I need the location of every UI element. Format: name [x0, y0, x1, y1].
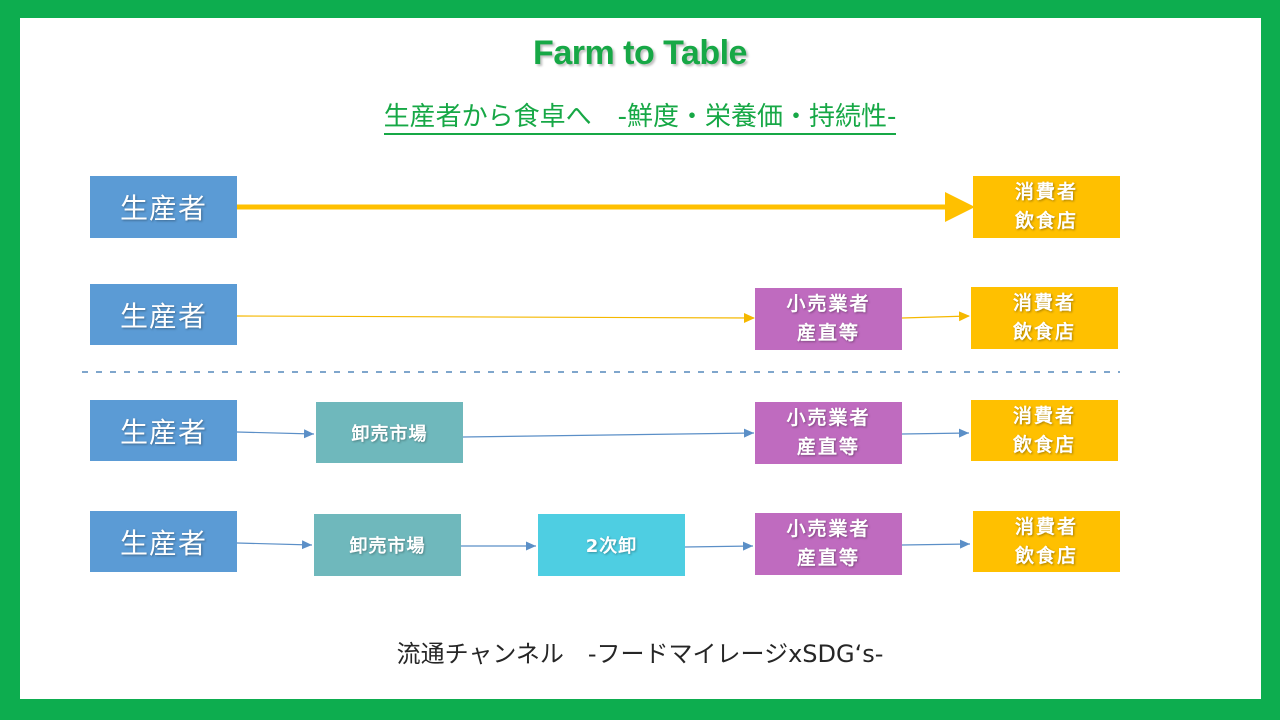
direct-sale-label: 産直等 [796, 322, 860, 344]
secondary-wholesale-label: 2次卸 [585, 536, 638, 557]
restaurant-label: 飲食店 [1012, 321, 1076, 343]
retail-box-row-4: 小売業者 産直等 [755, 513, 902, 575]
producer-label: 生産者 [119, 526, 207, 560]
arrow-retail-to-consumer [901, 311, 970, 322]
consumer-box-row-3: 消費者 飲食店 [971, 400, 1118, 461]
footer-caption: 流通チャンネル -フードマイレージxSDG‘s- [396, 640, 884, 668]
producer-label: 生産者 [119, 299, 207, 333]
producer-box-row-3: 生産者 [90, 400, 237, 461]
consumer-box-row-4: 消費者 飲食店 [973, 511, 1120, 572]
consumer-label: 消費者 [1012, 404, 1076, 427]
page-title: Farm to Table [533, 34, 747, 72]
producer-label: 生産者 [119, 415, 207, 449]
direct-sale-label: 産直等 [796, 436, 860, 458]
retail-box-row-3: 小売業者 産直等 [755, 402, 902, 464]
arrow-producer-to-retail [236, 312, 755, 323]
producer-box-row-2: 生産者 [90, 284, 237, 345]
consumer-box-row-2: 消費者 飲食店 [971, 287, 1118, 349]
wholesale-market-box-row-4: 卸売市場 [314, 514, 461, 576]
retailer-label: 小売業者 [786, 518, 871, 540]
direct-sale-label: 産直等 [796, 547, 860, 569]
retail-box-row-2: 小売業者 産直等 [755, 288, 902, 350]
wholesale-market-label: 卸売市場 [351, 423, 428, 445]
consumer-box-row-1: 消費者 飲食店 [973, 176, 1120, 238]
subtitle-text: 生産者から食卓へ -鮮度・栄養価・持続性- [383, 102, 897, 135]
consumer-label: 消費者 [1014, 181, 1078, 203]
retailer-label: 小売業者 [786, 407, 871, 429]
secondary-wholesale-box-row-4: 2次卸 [538, 514, 685, 576]
subtitle: 生産者から食卓へ -鮮度・栄養価・持続性- [0, 96, 1280, 135]
restaurant-label: 飲食店 [1014, 544, 1078, 567]
consumer-label: 消費者 [1012, 292, 1076, 314]
restaurant-label: 飲食店 [1014, 210, 1078, 232]
retailer-label: 小売業者 [786, 293, 871, 315]
wholesale-market-label: 卸売市場 [349, 536, 426, 557]
consumer-label: 消費者 [1014, 515, 1078, 538]
restaurant-label: 飲食店 [1012, 433, 1076, 456]
producer-box-row-1: 生産者 [90, 176, 237, 238]
producer-label: 生産者 [119, 192, 207, 225]
wholesale-market-box-row-3: 卸売市場 [316, 402, 463, 463]
producer-box-row-4: 生産者 [90, 511, 237, 572]
